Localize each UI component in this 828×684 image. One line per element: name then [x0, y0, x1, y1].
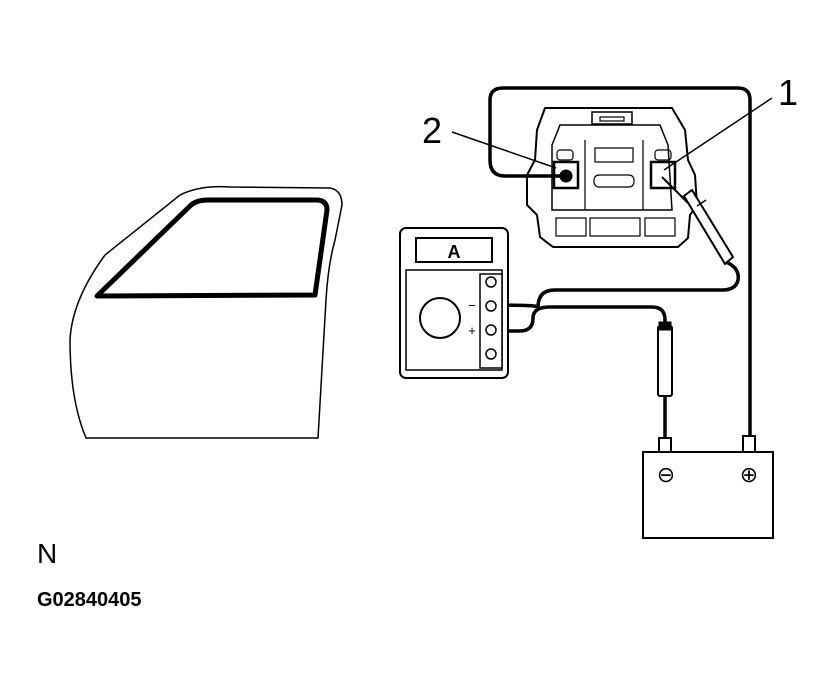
- callout-1-number: 1: [778, 72, 798, 113]
- callouts: 1 2: [422, 72, 798, 171]
- terminal-1-housing: [649, 160, 677, 190]
- terminal-clip-left: [556, 149, 574, 161]
- battery-post-negative: [658, 437, 672, 453]
- connector-foot-left: [555, 217, 587, 237]
- center-cavity-lower: [593, 174, 635, 188]
- callout-2-number: 2: [422, 110, 442, 151]
- ammeter-display: [415, 237, 493, 263]
- connector-foot-right: [644, 217, 676, 237]
- wires: [488, 86, 752, 438]
- probe-stripe: [696, 199, 707, 207]
- wire-meter-plus-to-battery-negative: [489, 305, 667, 333]
- battery-negative-terminal: ⊖: [657, 462, 675, 487]
- ammeter-jack-minus: [485, 300, 497, 312]
- ammeter-jack-panel: [479, 273, 503, 369]
- connector-inner-shell: [551, 124, 673, 211]
- fuse-body: [657, 325, 673, 397]
- ammeter: A − +: [399, 227, 509, 379]
- connector-latch: [591, 111, 633, 125]
- car-door: [69, 185, 343, 439]
- battery-positive-terminal: ⊕: [740, 462, 758, 487]
- ammeter-minus-label: −: [468, 298, 476, 313]
- center-cavity-upper: [594, 147, 634, 163]
- connector-foot-center: [589, 217, 641, 237]
- ammeter-jack-1: [485, 276, 497, 288]
- probe-handle: [682, 188, 735, 266]
- door-window-frame: [94, 197, 330, 299]
- fuse-cap: [658, 321, 672, 331]
- wire-terminal-2-to-battery-positive: [488, 86, 752, 438]
- probe-tip: [661, 176, 689, 204]
- test-probe: [661, 176, 735, 266]
- ammeter-jack-4: [485, 348, 497, 360]
- ammeter-jack-plus: [485, 324, 497, 336]
- ammeter-plus-label: +: [468, 323, 476, 338]
- battery-body: [642, 451, 774, 539]
- door-outline: [69, 185, 343, 439]
- ammeter-unit-label: A: [448, 242, 461, 262]
- latch-slot: [599, 116, 625, 122]
- figure-code: G02840405: [37, 589, 142, 611]
- wire-probe-to-meter-minus: [489, 260, 740, 309]
- connector-body: [526, 107, 699, 248]
- callout-1-leader: [663, 97, 773, 171]
- battery: ⊖ ⊕: [642, 435, 774, 539]
- orientation-label: N: [37, 538, 58, 569]
- battery-post-positive: [742, 435, 756, 453]
- callout-2-leader: [451, 131, 557, 169]
- terminal-clip-right: [654, 149, 672, 161]
- inline-fuse: [657, 321, 673, 440]
- ammeter-dial: [419, 297, 461, 339]
